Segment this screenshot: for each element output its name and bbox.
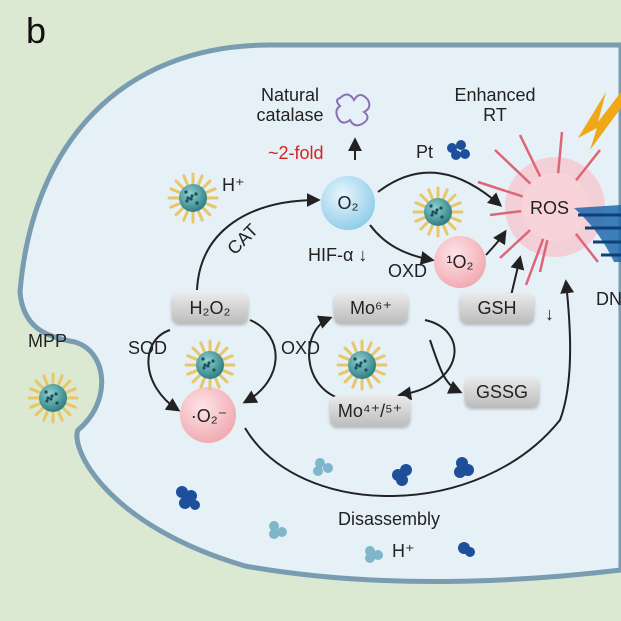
nanoparticle-icon (167, 172, 219, 224)
mo6-pill: Mo⁶⁺ (334, 293, 408, 323)
nanoparticle-icon (336, 339, 388, 391)
mo-fragment-icon (269, 458, 383, 563)
singlet-o2-label: ¹O₂ (446, 251, 474, 272)
lightning-icon (578, 92, 621, 150)
nanoparticle-icon (27, 372, 79, 424)
nanoparticle-icon (412, 186, 464, 238)
hif-text: HIF-α (308, 245, 354, 265)
ros-label: ROS (530, 198, 570, 218)
pt-label: Pt (416, 142, 434, 162)
enhanced-line2: RT (483, 104, 507, 125)
gssg-pill: GSSG (465, 377, 539, 407)
superoxide-label: ·O₂⁻ (190, 405, 228, 426)
natural-catalase-line2: catalase (256, 104, 324, 125)
natural-catalase-label: Natural catalase (248, 85, 332, 126)
dna-icon (574, 205, 621, 262)
reaction-arrows (147, 137, 575, 497)
ros-burst-icon (477, 131, 605, 286)
superoxide-bubble (180, 387, 236, 443)
mpp-label: MPP (28, 331, 68, 351)
gsh-pill: GSH (460, 293, 534, 323)
cell-membrane (17, 42, 621, 585)
h2o2-pill: H₂O₂ (172, 293, 248, 323)
pt-cluster-icon (447, 140, 470, 160)
mo45-pill: Mo⁴⁺/⁵⁺ (330, 396, 410, 426)
hif-down-arrow: ↓ (358, 245, 368, 265)
catalase-protein-icon (335, 93, 371, 127)
natural-catalase-line1: Natural (260, 85, 320, 105)
singlet-oxygen-bubble (434, 236, 486, 288)
fold-label: ~2-fold (268, 143, 324, 163)
oxd-vert-label: OXD (281, 339, 320, 357)
enhanced-line1: Enhanced (454, 85, 536, 105)
dna-label: DN (596, 289, 621, 309)
enhanced-rt-label: Enhanced RT (440, 85, 550, 126)
sod-label: SOD (128, 339, 167, 357)
disassembly-label: Disassembly (338, 509, 441, 529)
o2-bubble (321, 176, 375, 230)
h-plus-top-label: H⁺ (222, 175, 245, 195)
gsh-down-arrow: ↓ (545, 304, 554, 324)
nanoparticle-icon (27, 172, 464, 424)
h-plus-bottom-label: H⁺ (392, 541, 415, 561)
oxd-mid-label: OXD (388, 261, 428, 281)
hif-label: HIF-α ↓ (308, 245, 368, 266)
nanoparticle-icon (184, 339, 236, 391)
panel-label: b (26, 10, 47, 51)
o2-label: O₂ (337, 192, 359, 213)
mo-cluster-icon (176, 457, 475, 557)
